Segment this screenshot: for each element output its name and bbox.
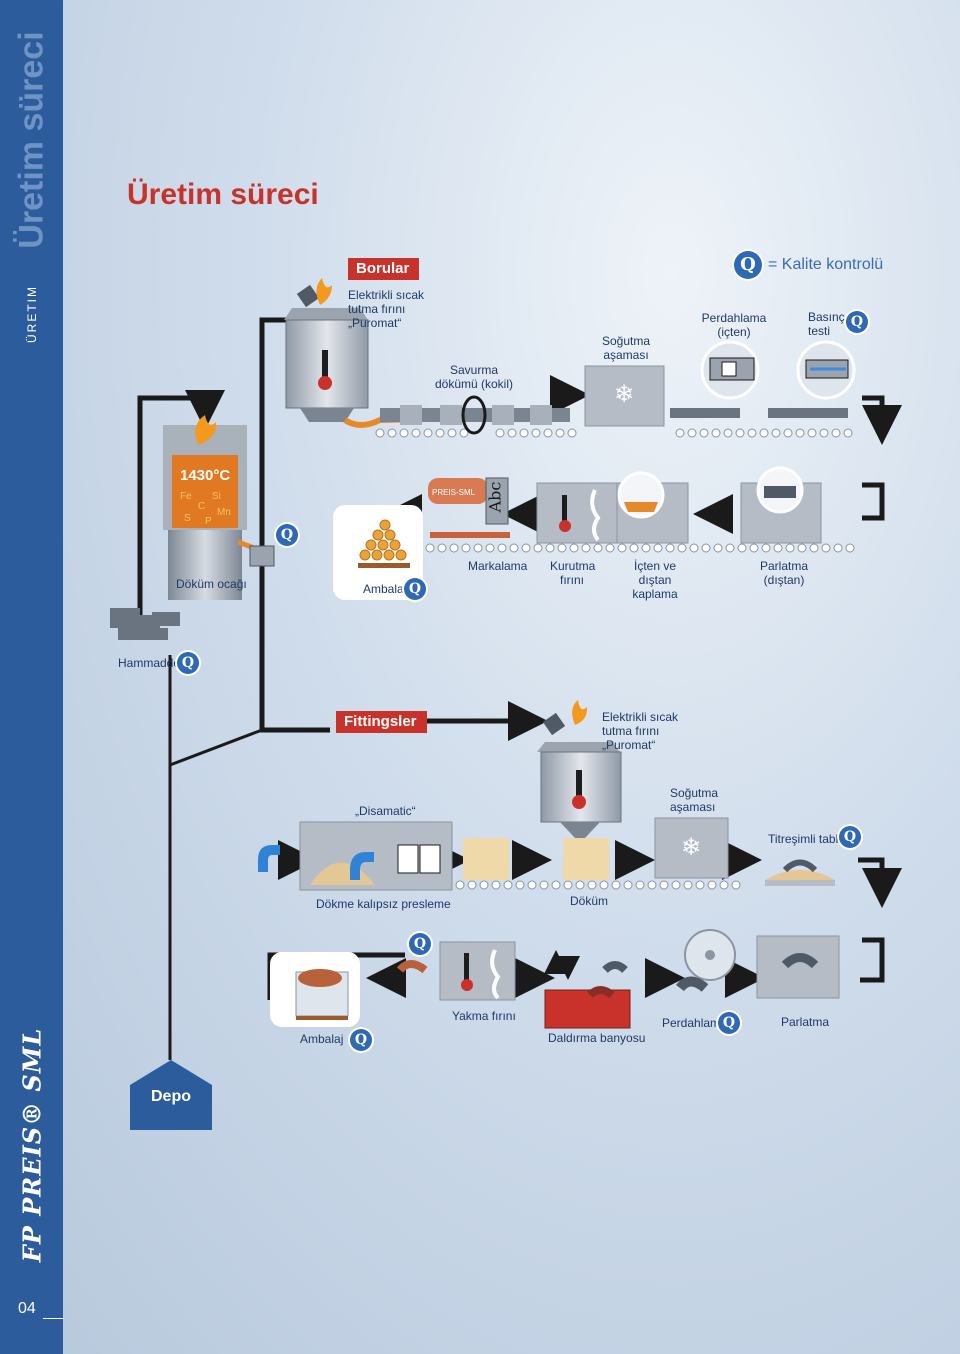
fitting-blasting-label: Parlatma	[781, 1015, 830, 1029]
flow-line-to-blasting	[862, 395, 902, 445]
svg-text:❄: ❄	[681, 833, 701, 861]
coating-station	[616, 471, 689, 544]
raw-material-label: Hammadde	[118, 656, 181, 670]
quality-mark-fitting-casting: Q	[409, 933, 431, 955]
fitting-cooling-station: ❄	[654, 817, 729, 879]
flow-line-to-pipe-furnace	[259, 317, 290, 640]
svg-text:❄: ❄	[614, 380, 634, 408]
pressure-test-illustration	[796, 340, 856, 400]
raw-material-pile	[110, 608, 180, 640]
station-arrows	[278, 375, 765, 998]
marking-stamp-text: PREIS-SML	[432, 488, 476, 497]
main-flow-lines	[137, 317, 902, 1060]
legend-quality-icon: Q	[734, 251, 762, 279]
element-p: P	[205, 516, 212, 527]
pipe-segment-tested	[768, 408, 848, 418]
pipe-cooling-station: ❄	[584, 365, 665, 427]
inner-grinding-label: Perdahlama (içten)	[701, 311, 767, 339]
outer-blasting-station	[740, 466, 822, 544]
roller-track-top	[375, 428, 853, 438]
dipping-bath	[544, 950, 631, 1029]
pipe-packing-box	[333, 505, 423, 600]
roller-track-fittings	[455, 880, 741, 890]
element-c: C	[198, 501, 206, 512]
quality-mark-pressure-test: Q	[846, 311, 868, 333]
drying-label: Kurutma fırını	[550, 559, 596, 587]
pipe-packing-label: Ambalaj	[363, 582, 407, 596]
quality-mark-fitting-packing: Q	[350, 1029, 372, 1051]
fitting-furnace-label: Elektrikli sıcak tutma fırını „Puromat“	[602, 710, 679, 752]
cupola-furnace	[163, 415, 275, 600]
outer-blasting-label: Parlatma (dıştan)	[760, 559, 809, 587]
disamatic-label: „Disamatic“	[355, 804, 416, 818]
fitting-packing-label: Ambalaj	[300, 1032, 344, 1046]
quality-mark-pipe-packing: Q	[404, 578, 426, 600]
marking-abc: Abc	[485, 481, 505, 513]
fittings-tag: Fittingsler	[336, 711, 427, 733]
pipe-holding-furnace	[284, 278, 561, 428]
fitting-holding-furnace	[537, 700, 622, 838]
page-title: Üretim süreci	[127, 178, 319, 211]
drying-oven	[536, 482, 618, 544]
legend-text: = Kalite kontrolü	[768, 256, 884, 273]
conveyor-rollers	[375, 428, 855, 890]
element-si: Si	[212, 491, 221, 502]
grinding-label: Perdahlama	[662, 1016, 727, 1030]
warehouse-shape	[130, 1060, 212, 1130]
pipe-furnace-text: Elektrikli sıcak tutma fırını „Puromat“	[348, 288, 425, 330]
fitting-packing-box	[270, 952, 360, 1027]
pressure-test-label: Basınç testi	[808, 310, 845, 338]
pipe-furnace-label: Elektrikli sıcak tutma fırını „Puromat“	[348, 288, 453, 330]
quality-mark-grinding: Q	[718, 1012, 740, 1034]
warehouse-label: Depo	[151, 1088, 191, 1105]
page-number-rule	[43, 1318, 63, 1319]
flow-line-to-fitting-blasting	[860, 937, 885, 983]
sand-mold-block	[463, 838, 509, 880]
element-mn: Mn	[217, 507, 231, 518]
dipping-bath-label: Daldırma banyosu	[548, 1031, 646, 1045]
centrifugal-casting-machine	[380, 395, 570, 435]
casting-label: Döküm	[570, 894, 609, 908]
sidebar: Üretim süreci ÜRETIM FP PREIS® SML 04	[0, 0, 63, 1354]
roller-track-middle	[425, 543, 855, 553]
cupola-temperature: 1430°C	[180, 467, 231, 484]
cupola-label: Döküm ocağı	[176, 577, 247, 591]
quality-mark-cupola: Q	[276, 524, 298, 546]
baking-oven	[396, 941, 516, 1001]
marking-pipe	[428, 477, 510, 538]
molding-label: Dökme kalıpsız presleme	[316, 897, 451, 911]
quality-mark-raw-material: Q	[177, 652, 199, 674]
disamatic-machine	[258, 821, 453, 891]
flow-line-to-fittings	[259, 640, 330, 733]
cast-mold-block	[563, 838, 609, 880]
centrifugal-casting-label: Savurma dökümü (kokil)	[434, 363, 514, 391]
flow-line-to-cupola	[137, 390, 225, 640]
fitting-cooling-label: Soğutma aşaması	[670, 786, 719, 814]
pipes-tag: Borular	[348, 258, 420, 280]
pipe-segment	[670, 408, 740, 418]
marking-label: Markalama	[468, 559, 528, 573]
inner-grinding-illustration	[700, 340, 760, 400]
baking-oven-label: Yakma fırını	[452, 1009, 516, 1023]
page-number: 04	[18, 1300, 36, 1317]
fitting-blasting-station	[756, 935, 840, 999]
quality-mark-vibration: Q	[839, 826, 861, 848]
element-s: S	[184, 513, 191, 524]
grinding-disc	[676, 929, 736, 992]
vibrating-table	[765, 859, 835, 886]
flow-line-return	[862, 482, 885, 521]
pipe-cooling-label: Soğutma aşaması	[601, 334, 651, 362]
coating-label: İçten ve dıştan kaplama	[632, 559, 678, 601]
vibration-table-label: Titreşimli tabla	[768, 832, 845, 846]
flow-line-to-vibration	[858, 857, 902, 908]
element-fe: Fe	[180, 491, 192, 502]
